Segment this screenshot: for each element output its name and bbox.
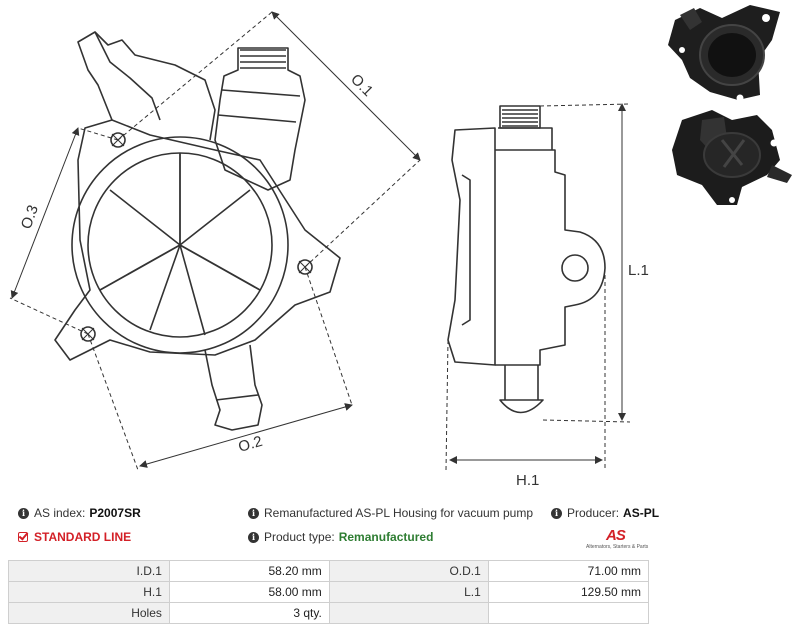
standard-line-row: STANDARD LINE [18, 530, 131, 544]
spec-value: 3 qty. [168, 602, 330, 624]
spec-key [328, 602, 489, 624]
producer-label: Producer: [567, 506, 620, 520]
producer-value: AS-PL [623, 506, 660, 520]
dim-label-od2: O.2 [236, 433, 264, 456]
nozzle-top-left [77, 31, 216, 141]
table-row: H.1 58.00 mm L.1 129.50 mm [8, 581, 650, 603]
table-row: I.D.1 58.20 mm O.D.1 71.00 mm [8, 560, 650, 582]
product-description: Remanufactured AS-PL Housing for vacuum … [264, 506, 534, 520]
product-info: i AS index: P2007SR i Remanufactured AS-… [0, 500, 800, 560]
spec-key: H.1 [8, 581, 170, 603]
spec-key: O.D.1 [328, 560, 489, 582]
product-photo-top [668, 5, 780, 102]
spec-key: I.D.1 [8, 560, 170, 582]
product-type-row: i Product type: Remanufactured [248, 530, 433, 544]
dim-label-od3: O.3 [18, 203, 42, 232]
description-row: i Remanufactured AS-PL Housing for vacuu… [248, 506, 533, 520]
specs-table: I.D.1 58.20 mm O.D.1 71.00 mm H.1 58.00 … [8, 560, 650, 624]
spec-value: 58.00 mm [168, 581, 330, 603]
dim-label-l1: L.1 [628, 262, 649, 279]
technical-drawing: O.1 O.3 O.2 L.1 H.1 [9, 11, 649, 489]
as-index-row: i AS index: P2007SR [18, 506, 141, 520]
logo-tagline: Alternators, Starters & Parts [586, 544, 649, 550]
info-icon: i [18, 507, 29, 519]
spec-value: 58.20 mm [168, 560, 330, 582]
spec-key: L.1 [328, 581, 489, 603]
spec-key: Holes [8, 602, 170, 624]
flange-outline [54, 119, 341, 361]
info-icon: i [248, 507, 259, 519]
outlet-bottom [204, 344, 263, 431]
dim-label-h1: H.1 [516, 472, 539, 489]
as-index-label: AS index: [34, 506, 86, 520]
spec-value: 71.00 mm [487, 560, 650, 582]
product-type-label: Product type: [264, 530, 335, 544]
info-icon: i [551, 507, 562, 519]
info-icon: i [248, 531, 259, 543]
table-row: Holes 3 qty. [8, 602, 650, 624]
as-pl-logo: AS Alternators, Starters & Parts [586, 527, 650, 553]
standard-line-label: STANDARD LINE [34, 530, 132, 544]
product-type-value: Remanufactured [338, 530, 434, 544]
logo-mark: AS [606, 527, 626, 544]
spec-value [487, 602, 650, 624]
spec-value: 129.50 mm [487, 581, 650, 603]
checkbox-icon [18, 532, 28, 542]
side-body [447, 127, 496, 366]
producer-row: i Producer: AS-PL [551, 506, 659, 520]
as-index-value: P2007SR [89, 506, 141, 520]
dim-label-od1: O.1 [347, 71, 376, 100]
product-photo-bottom [672, 110, 792, 205]
